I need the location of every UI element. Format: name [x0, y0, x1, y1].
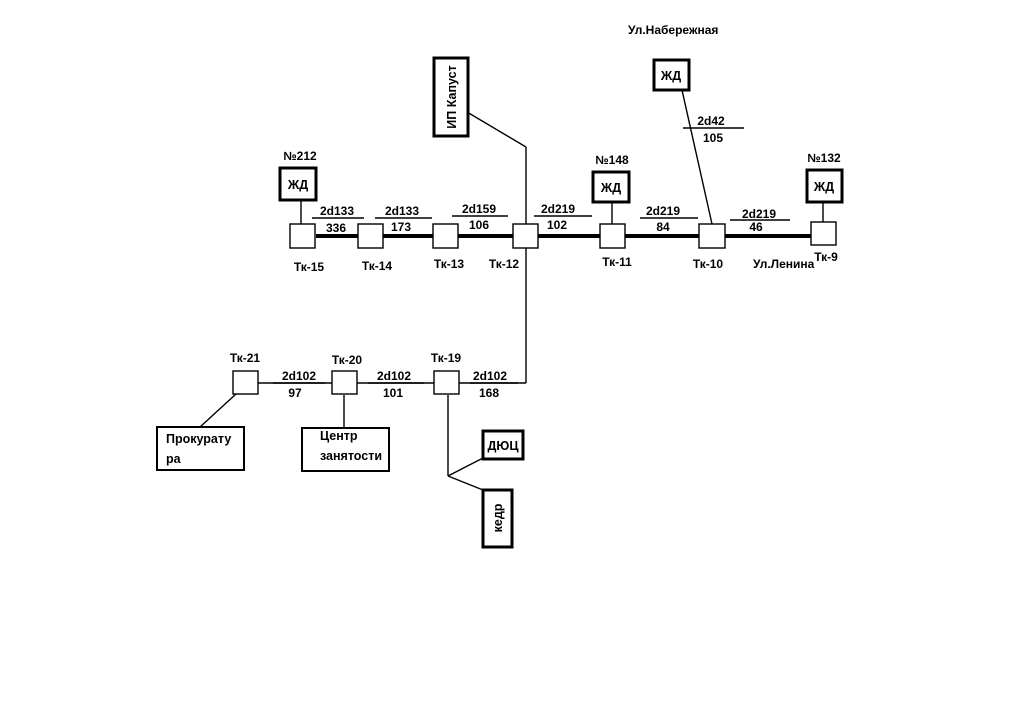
- pipe-20-19-length: 101: [383, 386, 403, 400]
- building-zhd148: [591, 170, 631, 204]
- pipe-21-20-diameter: 2d102: [282, 369, 316, 383]
- prokuratura-line2: ра: [166, 452, 182, 466]
- pipe-14-13-diameter: 2d133: [385, 204, 419, 218]
- building-dyuc: [481, 429, 525, 461]
- pipe-15-14-diameter: 2d133: [320, 204, 354, 218]
- pipe-20-19-diameter: 2d102: [377, 369, 411, 383]
- link-kedr: [447, 475, 484, 491]
- street-naberezhnaya: Ул.Набережная: [628, 23, 718, 37]
- building-centr-zanyatosti: [301, 427, 390, 472]
- tk11-label: Тк-11: [602, 255, 632, 269]
- chamber-tk19: [433, 370, 460, 395]
- chamber-tk14: [357, 223, 384, 249]
- centr-line2: занятости: [320, 449, 382, 463]
- kedr-label: кедр: [491, 503, 505, 532]
- dyuc-label: ДЮЦ: [488, 439, 520, 453]
- pipe-12-11-diameter: 2d219: [541, 202, 575, 216]
- link-ip-kapust-a: [466, 111, 527, 148]
- chamber-tk20: [331, 370, 358, 395]
- building-zhd132: [805, 168, 844, 204]
- link-prokuratura: [199, 393, 237, 428]
- building-kedr: [481, 488, 514, 549]
- pipe-top-diameter: 2d42: [697, 114, 725, 128]
- pipe-top-length: 105: [703, 131, 723, 145]
- zhd132-number: №132: [807, 151, 841, 165]
- tk13-label: Тк-13: [434, 257, 465, 271]
- chamber-tk9: [810, 221, 837, 246]
- pipe-11-10-length: 84: [656, 220, 670, 234]
- building-zhd212: [278, 166, 318, 202]
- zhd148-label: ЖД: [600, 181, 621, 195]
- chamber-tk10: [698, 223, 726, 249]
- pipe-10-9-length: 46: [749, 220, 763, 234]
- prokuratura-line1: Прокурату: [166, 432, 231, 446]
- zhd-top-label: ЖД: [660, 69, 681, 83]
- pipe-10-9-diameter: 2d219: [742, 207, 776, 221]
- zhd212-label: ЖД: [287, 178, 308, 192]
- tk14-label: Тк-14: [362, 259, 393, 273]
- tk20-label: Тк-20: [332, 353, 363, 367]
- pipe-11-10-diameter: 2d219: [646, 204, 680, 218]
- pipe-13-12-length: 106: [469, 218, 489, 232]
- pipe-14-13-length: 173: [391, 220, 411, 234]
- chamber-tk21: [232, 370, 259, 395]
- pipe-21-20-length: 97: [288, 386, 302, 400]
- tk12-label: Тк-12: [489, 257, 520, 271]
- pipe-13-12-diameter: 2d159: [462, 202, 496, 216]
- street-lenina: Ул.Ленина: [753, 257, 815, 271]
- building-ip-kapust: [432, 56, 470, 138]
- tk10-label: Тк-10: [693, 257, 724, 271]
- pipe-15-14-length: 336: [326, 221, 346, 235]
- tk15-label: Тк-15: [294, 260, 325, 274]
- link-dyuc: [447, 457, 484, 477]
- building-zhd-top: [652, 58, 691, 92]
- zhd132-label: ЖД: [813, 180, 834, 194]
- chamber-tk11: [599, 223, 626, 249]
- chamber-tk13: [432, 223, 459, 249]
- tk21-label: Тк-21: [230, 351, 261, 365]
- zhd212-number: №212: [283, 149, 317, 163]
- pipe-12-11-length: 102: [547, 218, 567, 232]
- zhd148-number: №148: [595, 153, 629, 167]
- tk9-label: Тк-9: [814, 250, 838, 264]
- pipe-19-12-diameter: 2d102: [473, 369, 507, 383]
- link-zhd-top: [681, 89, 713, 225]
- centr-line1: Центр: [320, 429, 358, 443]
- building-prokuratura: [156, 426, 245, 471]
- ip-kapust-label: ИП Капуст: [445, 65, 459, 128]
- pipe-19-12-length: 168: [479, 386, 499, 400]
- tk19-label: Тк-19: [431, 351, 462, 365]
- chamber-tk12: [512, 223, 539, 249]
- chamber-tk15: [289, 223, 316, 249]
